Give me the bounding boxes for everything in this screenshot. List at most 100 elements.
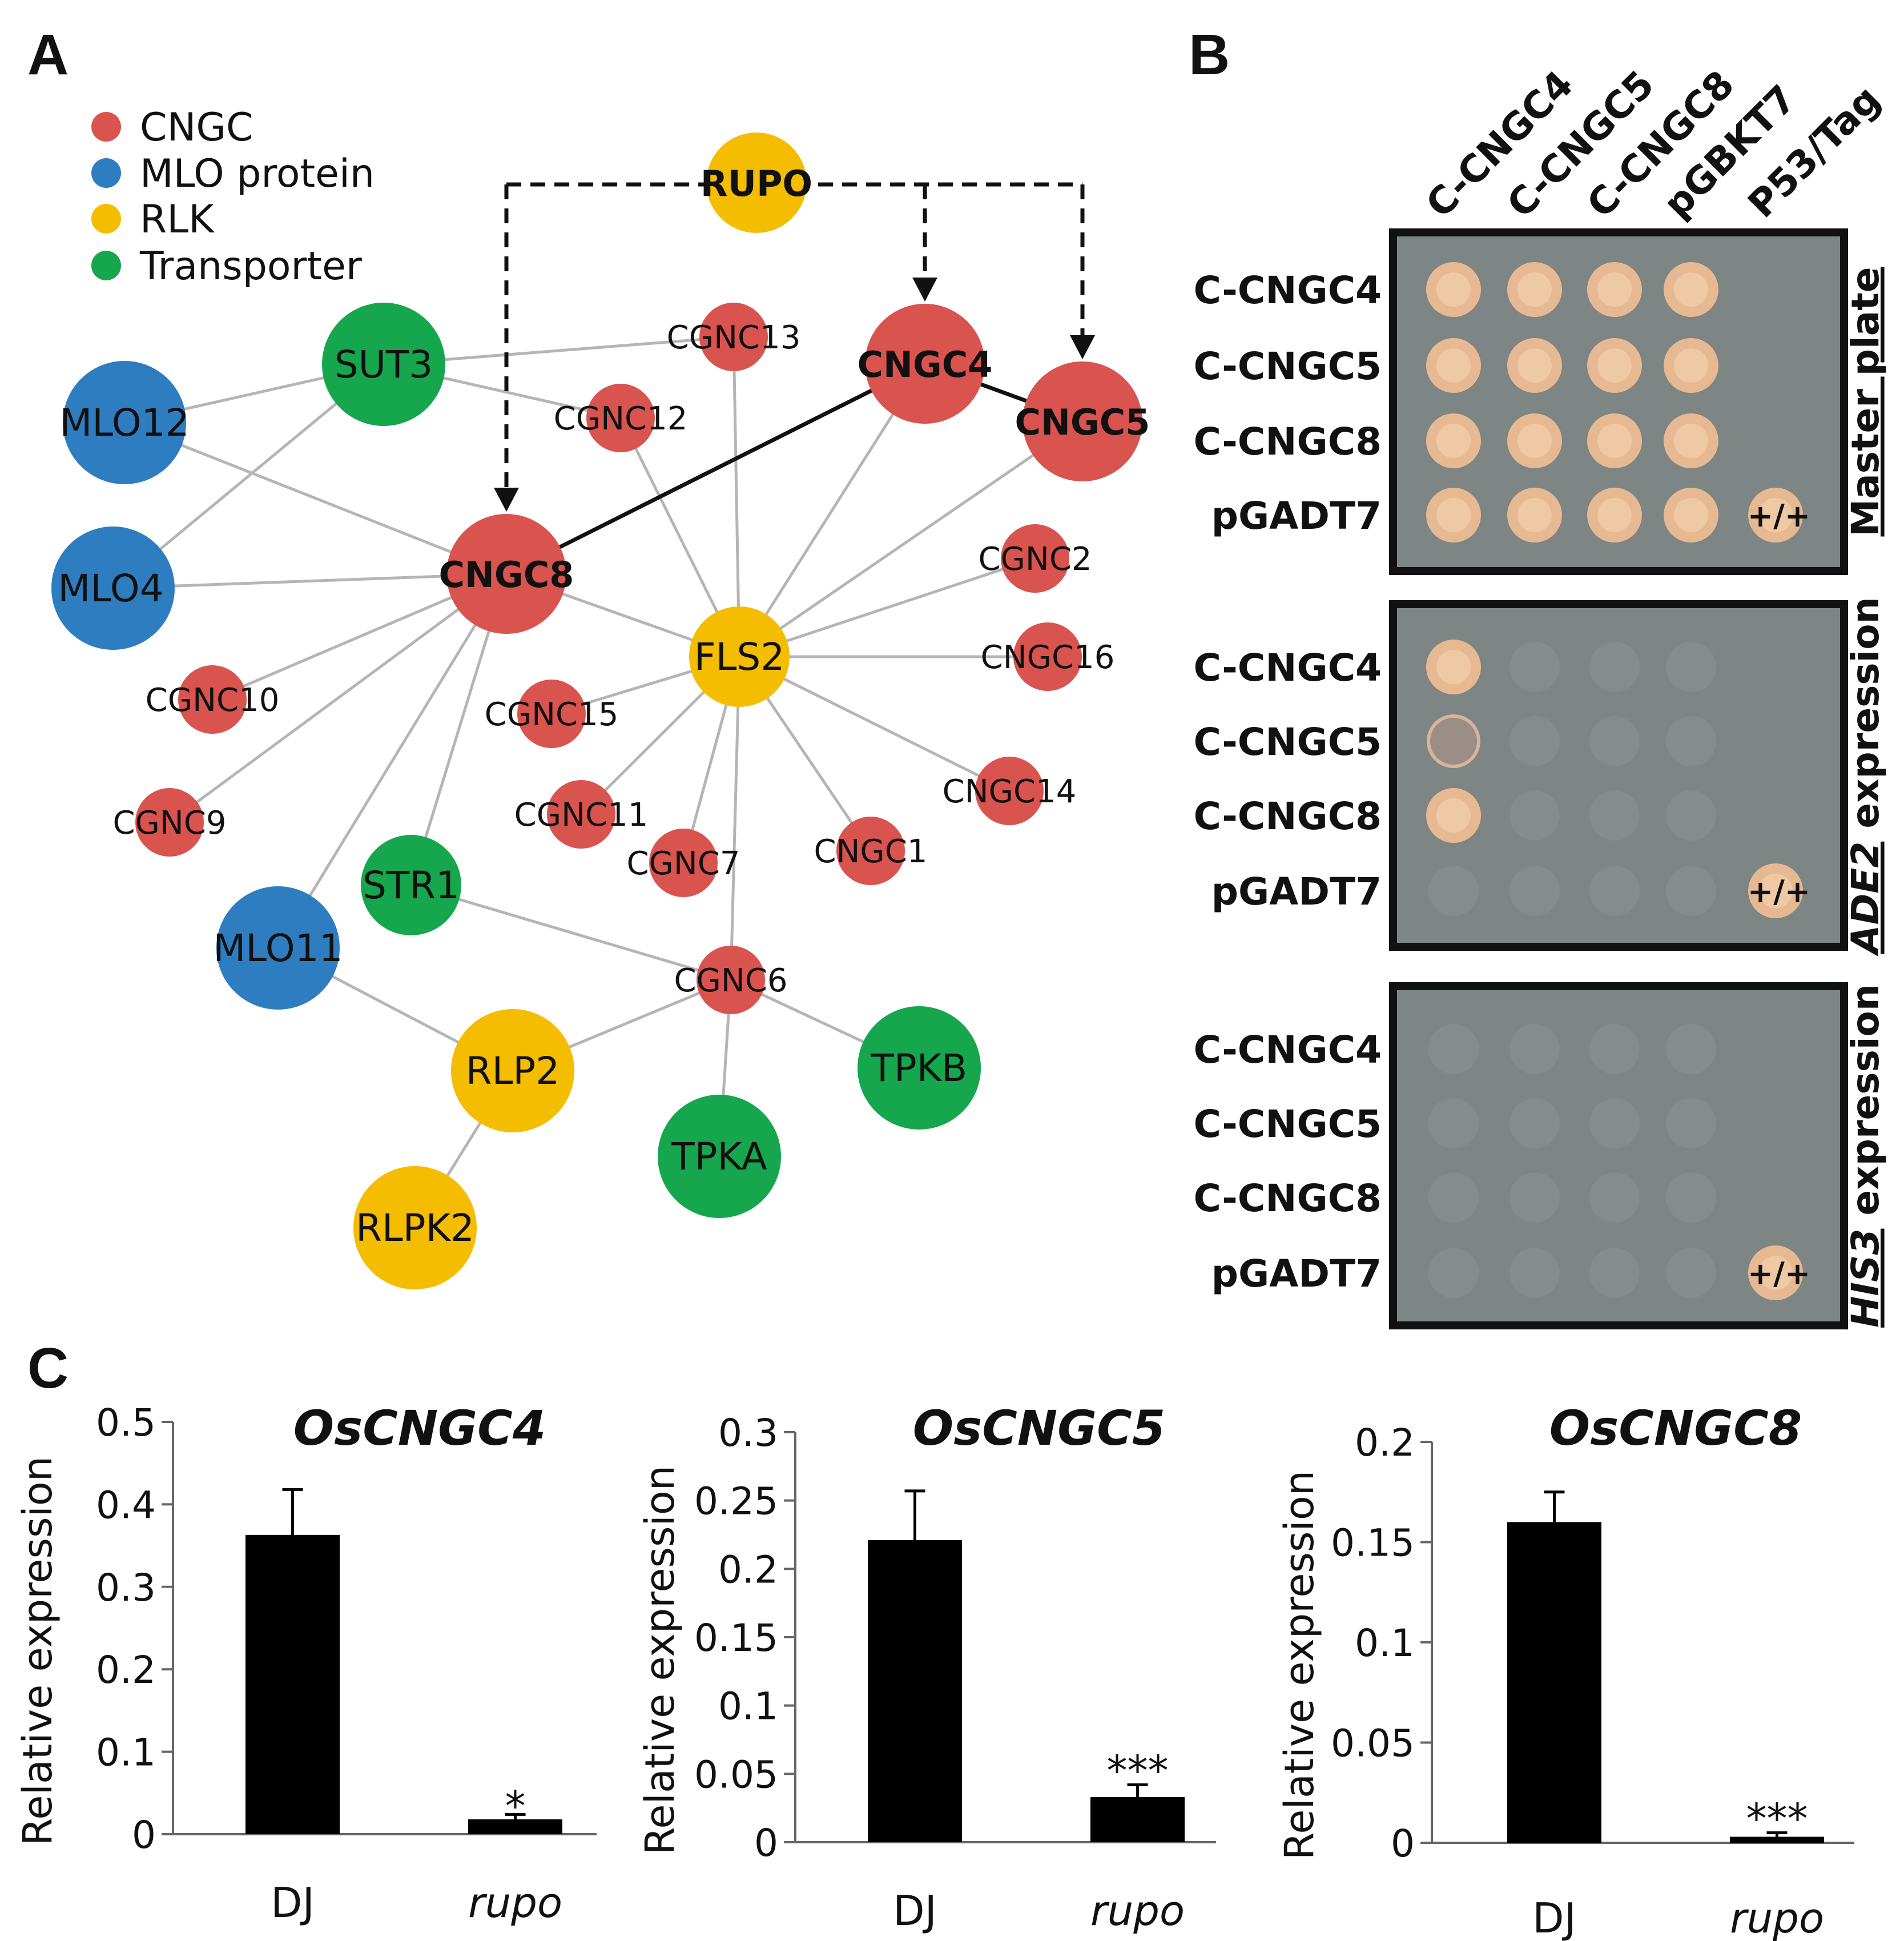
- colony-none: [1666, 1172, 1716, 1223]
- edge-mlo4-cngc8: [112, 572, 507, 590]
- legend-label-transporter: Transporter: [139, 244, 362, 289]
- colony-center: [1436, 650, 1471, 684]
- colony-none: [1589, 790, 1640, 841]
- colony-weak: [1427, 714, 1480, 768]
- legend-label-cngc: CNGC: [140, 105, 253, 150]
- y-axis-label: Relative expression: [637, 1465, 683, 1855]
- colony-none: [1589, 716, 1640, 766]
- colony-center: [1758, 1256, 1793, 1290]
- node-label-cngc14: CNGC14: [943, 773, 1077, 810]
- colony-none: [1589, 1098, 1640, 1148]
- node-label-tpkb: TPKB: [871, 1046, 968, 1090]
- edge-cngc8-mlo11: [276, 573, 508, 949]
- node-label-cgnc9: CGNC9: [112, 805, 226, 842]
- node-cgnc2: [1001, 524, 1069, 593]
- positive-control-label: +/+: [1748, 874, 1810, 910]
- node-label-cgnc13: CGNC13: [667, 319, 801, 356]
- colony-center: [1674, 498, 1708, 532]
- y-tick-label: 0.2: [1355, 1421, 1415, 1465]
- bar-rupo: [468, 1819, 562, 1834]
- legend-dot-mlo-protein: [91, 158, 121, 188]
- colony-none: [1666, 1248, 1716, 1298]
- node-tpkb: [858, 1006, 981, 1130]
- colony-center: [1436, 348, 1471, 383]
- node-sut3: [322, 303, 445, 426]
- significance-marker: *: [505, 1782, 526, 1830]
- colony-center: [1436, 424, 1471, 458]
- colony-none: [1666, 1024, 1716, 1074]
- y2h-row-c-cngc5: C-CNGC5: [1193, 1102, 1382, 1146]
- colony-none: [1589, 642, 1640, 692]
- legend-dot-cngc: [91, 112, 121, 142]
- colony-none: [1509, 790, 1560, 841]
- colony-center: [1674, 424, 1708, 458]
- edge-cngc5-fls2: [738, 420, 1084, 658]
- node-mlo12: [63, 361, 186, 484]
- y-tick-label: 0.15: [694, 1616, 778, 1660]
- node-cgnc12: [586, 384, 655, 452]
- y-tick-label: 0: [1391, 1822, 1415, 1866]
- node-label-mlo11: MLO11: [213, 926, 343, 970]
- edge-cgnc13-fls2: [732, 336, 741, 657]
- y-tick-label: 0.1: [96, 1731, 156, 1775]
- bar-rupo: [1090, 1797, 1185, 1842]
- node-label-cngc1: CNGC1: [814, 833, 927, 870]
- colony-none: [1666, 716, 1716, 766]
- node-mlo11: [216, 886, 340, 1010]
- node-label-fls2: FLS2: [694, 635, 785, 679]
- colony-none: [1509, 1024, 1560, 1074]
- y2h-row-c-cngc8: C-CNGC8: [1193, 794, 1382, 838]
- node-label-rlpk2: RLPK2: [356, 1206, 474, 1250]
- network-nodes: RUPOSUT3MLO12MLO4MLO11CNGC8CNGC4CNGC5CGN…: [51, 132, 1150, 1289]
- bar-dj: [245, 1534, 340, 1834]
- bar-rupo: [1730, 1836, 1824, 1843]
- edge-fls2-cgnc6: [729, 656, 741, 980]
- arrowhead-cngc5: [1070, 335, 1095, 359]
- chart-title: OsCNGC4: [293, 1400, 546, 1456]
- colony-center: [1436, 272, 1471, 307]
- y2h-row-pgadt7: pGADT7: [1211, 494, 1382, 538]
- plate-side-label-3: HIS3 expression: [1843, 984, 1887, 1328]
- node-rlp2: [451, 1009, 574, 1132]
- legend-label-rlk: RLK: [140, 197, 215, 242]
- colony-none: [1509, 866, 1560, 916]
- legend-dot-rlk: [91, 204, 121, 234]
- node-label-rupo: RUPO: [701, 163, 812, 204]
- edge-fls2-cngc14: [738, 655, 1011, 793]
- plate-side-label-2: ADE2 expression: [1843, 597, 1887, 957]
- colony-none: [1666, 790, 1716, 841]
- node-cngc4: [865, 304, 985, 424]
- colony-center: [1597, 348, 1632, 383]
- colony-none: [1428, 1172, 1479, 1223]
- node-str1: [361, 835, 461, 935]
- colony-center: [1674, 348, 1708, 383]
- colony-none: [1666, 1098, 1716, 1148]
- y-tick-label: 0.3: [718, 1411, 778, 1455]
- bar-dj: [1507, 1522, 1601, 1843]
- y2h-row-c-cngc4: C-CNGC4: [1193, 646, 1382, 690]
- y-tick-label: 0.2: [96, 1648, 156, 1692]
- colony-center: [1517, 272, 1552, 307]
- node-label-mlo4: MLO4: [58, 566, 163, 610]
- node-label-cngc8: CNGC8: [439, 554, 574, 596]
- node-cngc8: [446, 514, 566, 634]
- strong-edge-cngc8-cngc4: [505, 361, 926, 576]
- colony-none: [1428, 1248, 1479, 1298]
- node-label-tpka: TPKA: [671, 1135, 767, 1179]
- legend-dot-transporter: [91, 251, 121, 280]
- node-cgnc6: [697, 946, 765, 1014]
- positive-control-label: +/+: [1748, 1256, 1810, 1292]
- colony-center: [1597, 498, 1632, 532]
- colony-center: [1597, 424, 1632, 458]
- colony-none: [1589, 1024, 1640, 1074]
- y-axis-label: Relative expression: [1276, 1470, 1323, 1860]
- colony-none: [1666, 866, 1716, 916]
- significance-marker: ***: [1746, 1794, 1808, 1842]
- category-label-dj: DJ: [893, 1887, 937, 1935]
- category-label-dj: DJ: [1532, 1894, 1576, 1941]
- node-label-cgnc6: CGNC6: [674, 962, 787, 999]
- colony-center: [1436, 798, 1471, 833]
- colony-none: [1666, 642, 1716, 692]
